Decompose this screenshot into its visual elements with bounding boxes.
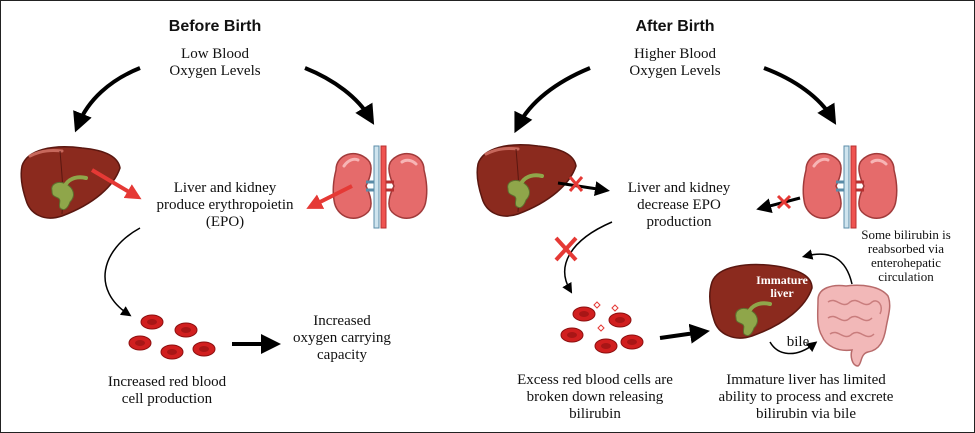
- kidney-icon-right: [801, 144, 899, 230]
- arrow-liver-to-intestine-bile: [769, 341, 818, 355]
- arrow-epo-to-rbc-left: [104, 227, 141, 317]
- red-arrow-liver-to-epo-left: [90, 168, 142, 200]
- rbc-icon-right: [560, 301, 644, 354]
- arrow-trigger-to-kidney-right: [763, 66, 837, 125]
- cross-icon-liver: [568, 176, 584, 192]
- arrow-intestine-to-liver-reabsorb: [801, 249, 853, 285]
- arrow-trigger-to-liver-left: [73, 66, 141, 133]
- red-arrow-kidney-to-epo-left: [306, 184, 353, 209]
- liver-icon-right: [475, 142, 578, 219]
- arrow-liver-to-epo-right: [557, 181, 610, 197]
- cross-icon-kidney: [776, 194, 792, 210]
- rbc-icon-left: [128, 314, 216, 360]
- arrow-trigger-to-kidney-left: [304, 66, 375, 125]
- arrow-trigger-to-liver-right: [514, 66, 591, 134]
- intestine-icon: [816, 284, 891, 367]
- bile-label: bile: [786, 334, 810, 350]
- immature-liver-icon: [709, 263, 813, 339]
- arrow-rbc-to-liver-right: [659, 323, 710, 344]
- heading-before-birth: Before Birth: [168, 18, 262, 35]
- heading-after-birth: After Birth: [635, 18, 715, 35]
- cross-icon-epo: [554, 236, 578, 262]
- liver-icon-left: [19, 144, 122, 221]
